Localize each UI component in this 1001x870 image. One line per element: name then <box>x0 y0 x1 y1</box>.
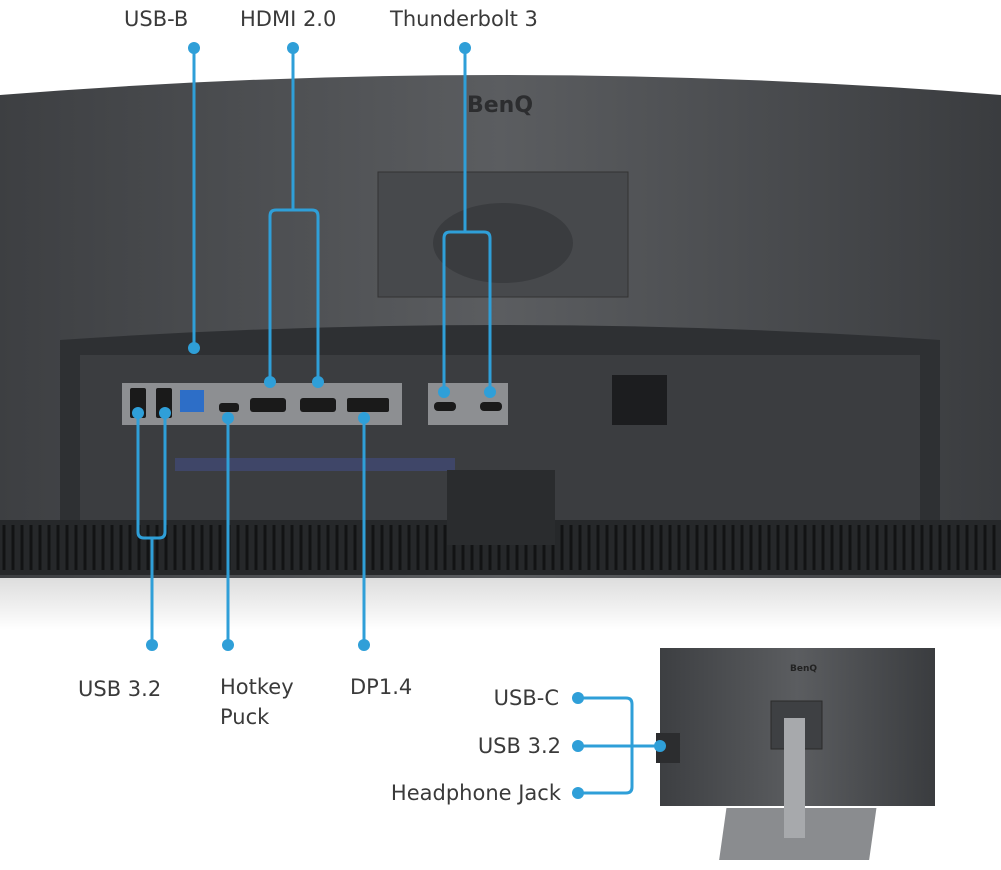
label-usb-c: USB-C <box>493 686 559 710</box>
callout-lines <box>136 48 657 795</box>
stand-hinge <box>433 203 573 283</box>
label-hdmi: HDMI 2.0 <box>240 7 337 31</box>
label-headphone: Headphone Jack <box>390 781 561 805</box>
floor-shadow <box>0 570 1001 630</box>
port-label-strip <box>175 458 455 471</box>
label-thunderbolt: Thunderbolt 3 <box>390 7 538 31</box>
label-dp: DP1.4 <box>350 675 413 699</box>
power-socket <box>612 375 667 425</box>
ports <box>130 388 502 418</box>
label-hotkey-2: Puck <box>220 705 270 729</box>
stand-neck <box>447 470 555 545</box>
svg-text:BenQ: BenQ <box>790 664 817 674</box>
small-monitor: BenQ <box>656 648 935 860</box>
label-usb32-rear: USB 3.2 <box>78 677 162 701</box>
callout-dots <box>132 42 666 799</box>
label-hotkey-1: Hotkey <box>220 675 294 699</box>
label-usb-b: USB-B <box>124 7 189 31</box>
brand-logo: BenQ <box>467 93 533 118</box>
label-usb32-side: USB 3.2 <box>477 734 561 758</box>
